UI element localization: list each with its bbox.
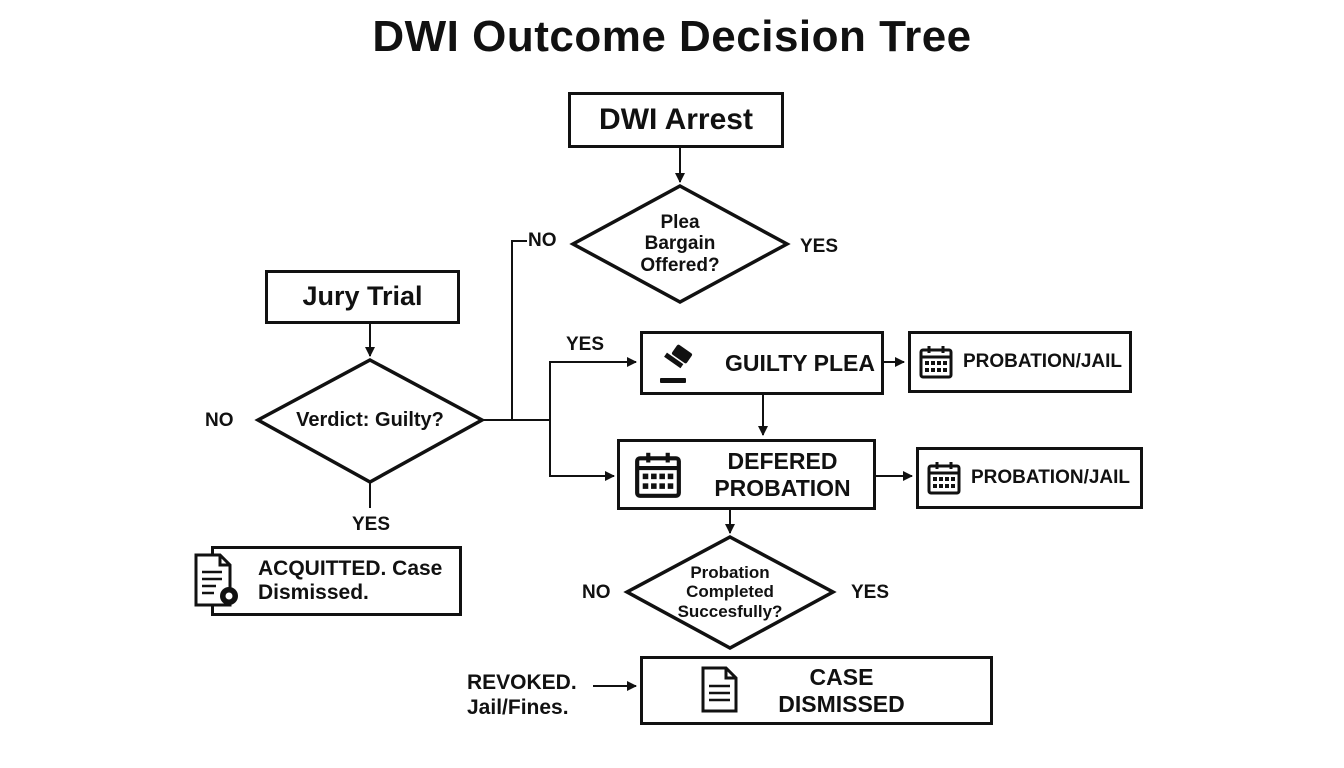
deferred-line-1: DEFERED xyxy=(727,448,838,475)
calendar-icon xyxy=(919,346,953,379)
plea-bargain-text: Plea Bargain Offered? xyxy=(600,204,760,284)
deferred-probation-box: DEFERED PROBATION xyxy=(617,439,876,510)
plea-yes-label: YES xyxy=(800,236,839,257)
edge-to-deferred xyxy=(549,420,615,481)
completed-line-3: Succesfully? xyxy=(677,601,783,621)
jury-trial-box: Jury Trial xyxy=(265,270,460,324)
acquitted-line-2: Dismissed. xyxy=(258,581,369,604)
verdict-label: Verdict: Guilty? xyxy=(296,408,444,431)
completed-line-1: Probation xyxy=(690,563,770,583)
calendar-icon xyxy=(927,462,961,495)
plea-no-label: NO xyxy=(528,230,557,251)
jury-trial-label: Jury Trial xyxy=(302,281,423,312)
completed-no-label: NO xyxy=(582,582,611,603)
plea-line-2: Bargain xyxy=(644,233,716,255)
document-gear-icon xyxy=(194,553,238,607)
guilty-plea-label: GUILTY PLEA xyxy=(725,349,875,376)
diagram-title: DWI Outcome Decision Tree xyxy=(372,12,972,61)
verdict-yes-label: YES xyxy=(352,514,391,535)
plea-line-1: Plea xyxy=(660,212,700,234)
probation-completed-text: Probation Completed Succesfully? xyxy=(650,556,810,628)
case-dismissed-line-2: DISMISSED xyxy=(778,690,905,717)
dwi-arrest-box: DWI Arrest xyxy=(568,92,784,148)
revoked-text: REVOKED. Jail/Fines. xyxy=(467,670,577,720)
probation-jail-label-1: PROBATION/JAIL xyxy=(963,351,1123,373)
document-icon xyxy=(701,666,738,713)
verdict-text: Verdict: Guilty? xyxy=(270,400,470,440)
completed-yes-label: YES xyxy=(851,582,890,603)
calendar-icon xyxy=(635,452,681,498)
edge-to-guilty-plea xyxy=(549,357,637,420)
completed-line-2: Completed xyxy=(686,582,774,602)
guilty-plea-box: GUILTY PLEA xyxy=(640,331,884,395)
plea-bargain-diamond xyxy=(569,184,791,304)
acquitted-box: ACQUITTED. Case Dismissed. xyxy=(211,546,462,616)
probation-jail-label-2: PROBATION/JAIL xyxy=(971,467,1131,489)
revoked-line-1: REVOKED. xyxy=(467,671,577,694)
acquitted-line-1: ACQUITTED. Case xyxy=(258,556,443,580)
case-dismissed-box: CASE DISMISSED xyxy=(640,656,993,725)
plea-line-3: Offered? xyxy=(640,254,720,276)
verdict-diamond xyxy=(254,358,486,485)
edge-plea-no xyxy=(511,240,527,420)
revoked-line-2: Jail/Fines. xyxy=(467,696,569,720)
to-guilty-yes-label: YES xyxy=(566,334,605,355)
probation-completed-diamond xyxy=(623,535,837,650)
deferred-line-2: PROBATION xyxy=(714,474,851,501)
case-dismissed-line-1: CASE xyxy=(809,664,874,691)
gavel-icon xyxy=(660,344,693,383)
dwi-arrest-label: DWI Arrest xyxy=(599,102,753,136)
verdict-no-label: NO xyxy=(205,410,234,431)
